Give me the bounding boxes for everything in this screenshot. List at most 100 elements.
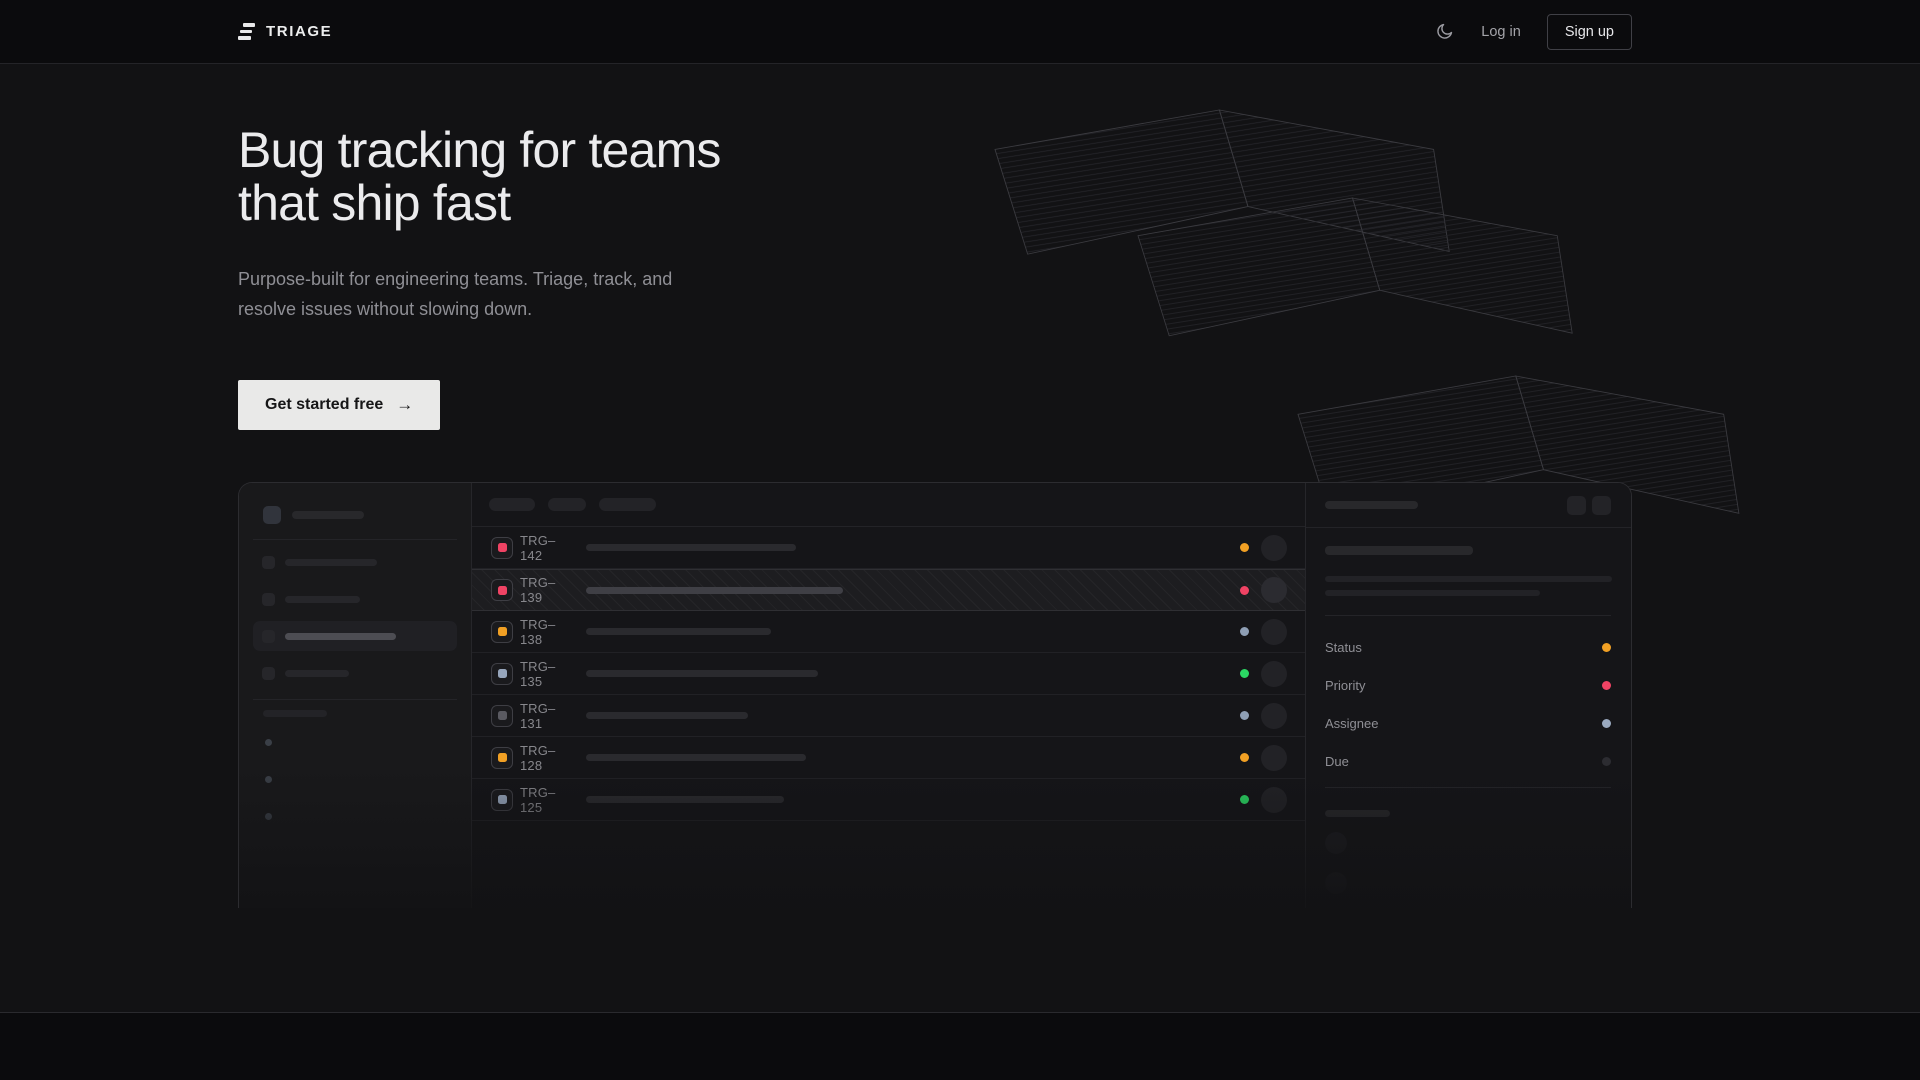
issue-type-icon: [491, 746, 513, 769]
sidebar-item-label-skeleton: [285, 669, 349, 677]
assignee-avatar: [1261, 702, 1287, 729]
mockup-sidebar: [239, 483, 472, 909]
issue-type-icon: [491, 620, 513, 643]
sidebar-item-active-skeleton: [253, 621, 457, 652]
detail-description-skeleton: [1325, 576, 1612, 583]
filter-pill-skeleton: [548, 498, 586, 512]
sidebar-section-label-skeleton: [263, 710, 327, 718]
detail-action-button-skeleton: [1567, 495, 1586, 515]
field-status: Status: [1325, 628, 1611, 666]
field-assignee: Assignee: [1325, 704, 1611, 742]
get-started-button[interactable]: Get started free →: [238, 380, 441, 431]
issue-title-skeleton: [586, 670, 818, 678]
filter-pill-skeleton: [489, 498, 535, 512]
issue-row-selected: TRG–139: [472, 569, 1305, 612]
assignee-value-dot: [1602, 718, 1611, 728]
detail-header: [1306, 483, 1631, 529]
issue-row: TRG–131: [472, 695, 1305, 738]
status-dot: [1240, 585, 1249, 595]
login-link[interactable]: Log in: [1481, 23, 1521, 40]
activity-avatar-skeleton: [1325, 832, 1347, 855]
assignee-avatar: [1261, 660, 1287, 687]
hero-section: Bug tracking for teams that ship fast Pu…: [0, 64, 1920, 1013]
workspace-switcher-skeleton: [253, 506, 457, 525]
detail-divider: [1325, 615, 1611, 617]
assignee-avatar: [1261, 534, 1287, 561]
sidebar-dot: [265, 739, 272, 747]
get-started-label: Get started free: [265, 396, 384, 414]
status-dot: [1240, 711, 1249, 721]
issue-detail-panel: Status Priority Assignee Due: [1305, 483, 1631, 909]
sidebar-item-skeleton: [253, 547, 457, 577]
assignee-avatar: [1261, 786, 1287, 813]
field-priority: Priority: [1325, 666, 1611, 704]
nav-actions: Log in Sign up: [1433, 13, 1632, 50]
issue-row: TRG–138: [472, 611, 1305, 654]
issue-id: TRG–142: [520, 532, 556, 563]
field-label: Due: [1325, 753, 1349, 769]
sidebar-item-label-skeleton: [285, 632, 396, 640]
triage-logo-icon: [238, 23, 255, 40]
assignee-avatar: [1261, 618, 1287, 645]
issue-title-skeleton: [586, 586, 843, 594]
issue-id: TRG–135: [520, 658, 556, 689]
activity-label-skeleton: [1325, 810, 1390, 818]
issue-row: TRG–125: [472, 779, 1305, 822]
issue-row: TRG–142: [472, 527, 1305, 570]
hero-subtitle: Purpose-built for engineering teams. Tri…: [238, 264, 1632, 324]
sidebar-dot: [265, 813, 272, 821]
signup-button[interactable]: Sign up: [1546, 13, 1632, 50]
brand-logo[interactable]: TRIAGE: [238, 23, 332, 40]
hero-subtitle-line2: resolve issues without slowing down.: [238, 299, 533, 320]
field-due: Due: [1325, 742, 1611, 780]
workspace-icon: [263, 506, 281, 525]
sidebar-item-label-skeleton: [285, 558, 377, 566]
sidebar-divider: [253, 699, 457, 701]
priority-value-dot: [1602, 680, 1611, 690]
field-label: Assignee: [1325, 715, 1379, 731]
status-dot: [1240, 543, 1249, 553]
detail-body: Status Priority Assignee Due: [1306, 546, 1631, 895]
top-nav: TRIAGE Log in Sign up: [0, 0, 1920, 64]
sidebar-item-skeleton: [253, 584, 457, 614]
hero-subtitle-line1: Purpose-built for engineering teams. Tri…: [238, 269, 673, 289]
status-dot: [1240, 795, 1249, 805]
due-value-dot: [1602, 756, 1611, 766]
hero-title: Bug tracking for teams that ship fast: [238, 64, 1632, 230]
assignee-avatar: [1261, 577, 1287, 604]
status-dot: [1240, 753, 1249, 763]
sidebar-item-icon: [262, 629, 275, 643]
issue-type-icon: [491, 704, 513, 727]
issue-id: TRG–131: [520, 700, 556, 731]
field-label: Priority: [1325, 677, 1366, 693]
status-dot: [1240, 627, 1249, 637]
detail-divider: [1325, 787, 1611, 789]
theme-toggle[interactable]: [1433, 21, 1455, 43]
issue-id: TRG–128: [520, 742, 556, 773]
brand-name: TRIAGE: [266, 23, 333, 40]
arrow-right-icon: →: [396, 395, 414, 415]
issue-title-skeleton: [586, 628, 771, 636]
hero-title-line1: Bug tracking for teams: [238, 122, 721, 178]
sidebar-item-icon: [262, 592, 275, 606]
issue-type-icon: [491, 536, 513, 559]
issue-type-icon: [491, 788, 513, 811]
assignee-avatar: [1261, 744, 1287, 771]
issue-id: TRG–125: [520, 784, 556, 815]
moon-icon: [1437, 23, 1452, 39]
field-label: Status: [1325, 639, 1362, 655]
sidebar-item-icon: [262, 555, 275, 569]
sidebar-item-skeleton: [253, 658, 457, 688]
issue-id: TRG–138: [520, 616, 556, 647]
sidebar-dot: [265, 776, 272, 784]
detail-description-skeleton: [1325, 590, 1540, 597]
activity-avatar-skeleton: [1325, 872, 1347, 895]
workspace-name-skeleton: [292, 511, 364, 520]
issue-type-icon: [491, 662, 513, 685]
app-mockup: TRG–142 TRG–139 TRG–138: [238, 482, 1632, 909]
next-section-band: [0, 1013, 1920, 1079]
status-dot: [1240, 669, 1249, 679]
detail-title-skeleton: [1325, 546, 1473, 556]
status-value-dot: [1602, 642, 1611, 652]
sidebar-item-label-skeleton: [285, 595, 360, 603]
